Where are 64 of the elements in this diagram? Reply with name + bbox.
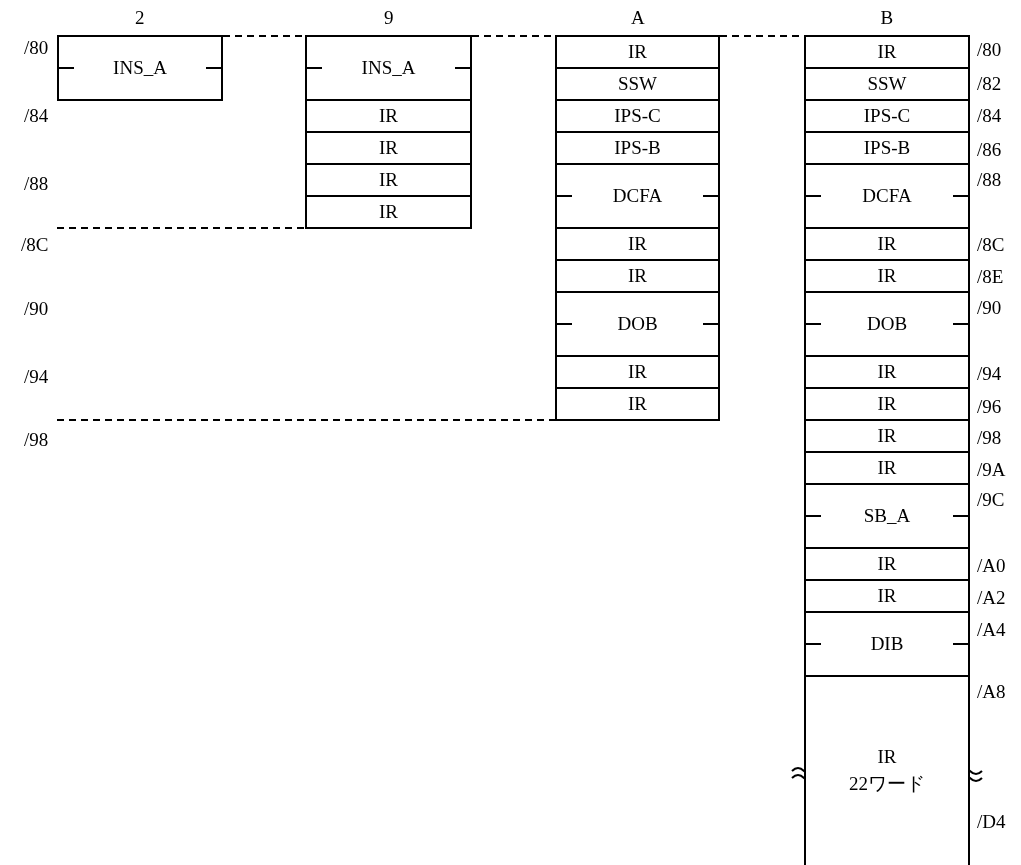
guide-line: [56, 419, 556, 421]
memory-cell: IR: [305, 99, 472, 133]
memory-cell: IR: [804, 259, 970, 293]
address-label: /A2: [977, 587, 1006, 609]
memory-cell: SB_A: [804, 483, 970, 549]
address-label: /8C: [977, 234, 1005, 256]
memory-cell: DOB: [804, 291, 970, 357]
address-label: /8C: [21, 234, 49, 256]
address-label: /90: [24, 298, 49, 320]
address-label: /90: [977, 297, 1002, 319]
address-label: /84: [977, 105, 1002, 127]
memory-cell: IPS-C: [555, 99, 720, 133]
memory-cell: SSW: [555, 67, 720, 101]
memory-cell: IR: [305, 131, 472, 165]
memory-cell: IR: [804, 451, 970, 485]
address-label: /8E: [977, 266, 1004, 288]
memory-cell: IR: [804, 35, 970, 69]
address-label: /94: [977, 363, 1002, 385]
column-header: B: [880, 7, 894, 29]
address-label: /94: [24, 366, 49, 388]
memory-cell: DIB: [804, 611, 970, 677]
address-label: /D4: [977, 811, 1006, 833]
address-label: /98: [24, 429, 49, 451]
memory-cell: IR 22ワード: [804, 675, 970, 865]
memory-cell: IR: [555, 355, 720, 389]
memory-cell: INS_A: [57, 35, 223, 101]
memory-cell: DCFA: [555, 163, 720, 229]
memory-cell: IPS-B: [804, 131, 970, 165]
memory-cell: IR: [804, 547, 970, 581]
memory-cell: IR: [804, 419, 970, 453]
address-label: /84: [24, 105, 49, 127]
memory-cell: IR: [555, 35, 720, 69]
guide-line: [56, 227, 306, 229]
address-label: /88: [977, 169, 1002, 191]
address-label: /A0: [977, 555, 1006, 577]
memory-cell: IR: [804, 387, 970, 421]
memory-cell: SSW: [804, 67, 970, 101]
address-label: /A8: [977, 681, 1006, 703]
column-header: A: [631, 7, 645, 29]
memory-cell: IR: [555, 259, 720, 293]
memory-cell: INS_A: [305, 35, 472, 101]
address-label: /98: [977, 427, 1002, 449]
memory-cell: DCFA: [804, 163, 970, 229]
memory-cell: IR: [804, 355, 970, 389]
memory-cell: IR: [305, 163, 472, 197]
memory-cell: IPS-B: [555, 131, 720, 165]
column-header: 9: [384, 7, 394, 29]
address-label: /9A: [977, 459, 1006, 481]
address-label: /A4: [977, 619, 1006, 641]
address-label: /80: [977, 39, 1002, 61]
address-label: /9C: [977, 489, 1005, 511]
memory-cell: IR: [804, 227, 970, 261]
address-label: /96: [977, 396, 1002, 418]
address-label: /86: [977, 139, 1002, 161]
column-header: 2: [135, 7, 145, 29]
memory-cell: IPS-C: [804, 99, 970, 133]
address-label: /88: [24, 173, 49, 195]
address-label: /82: [977, 73, 1002, 95]
memory-cell: DOB: [555, 291, 720, 357]
memory-cell: IR: [555, 227, 720, 261]
memory-cell: IR: [555, 387, 720, 421]
memory-cell: IR: [305, 195, 472, 229]
address-label: /80: [24, 37, 49, 59]
memory-cell: IR: [804, 579, 970, 613]
